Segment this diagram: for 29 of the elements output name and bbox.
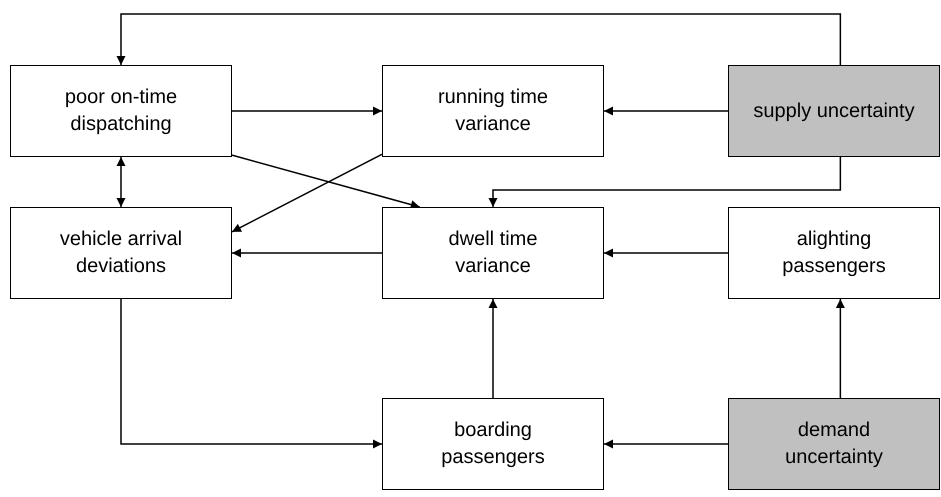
box-label: alighting passengers	[781, 227, 887, 279]
box-label: poor on-time dispatching	[64, 85, 178, 137]
box-label: demand uncertainty	[784, 418, 884, 470]
arrow	[232, 154, 420, 209]
box-label: dwell time variance	[448, 227, 538, 279]
process-box	[382, 207, 604, 299]
arrow	[116, 157, 126, 207]
arrow	[488, 157, 842, 207]
box-label: vehicle arrival deviations	[58, 227, 184, 279]
process-box	[728, 207, 940, 299]
box-label: supply uncertainty	[753, 98, 915, 124]
arrow	[604, 440, 728, 448]
arrow	[232, 248, 382, 258]
process-box	[728, 398, 940, 490]
arrow	[232, 154, 382, 232]
process-box	[10, 65, 232, 157]
arrow	[232, 106, 382, 116]
arrow	[120, 299, 382, 448]
process-box	[382, 398, 604, 490]
process-box	[10, 207, 232, 299]
process-box	[382, 65, 604, 157]
arrow	[116, 13, 842, 65]
arrow	[604, 106, 728, 116]
arrow	[488, 299, 498, 398]
box-label: running time variance	[436, 85, 550, 137]
arrow	[836, 299, 845, 398]
process-box	[728, 65, 940, 157]
box-label: boarding passengers	[440, 418, 546, 470]
arrow	[604, 248, 728, 258]
